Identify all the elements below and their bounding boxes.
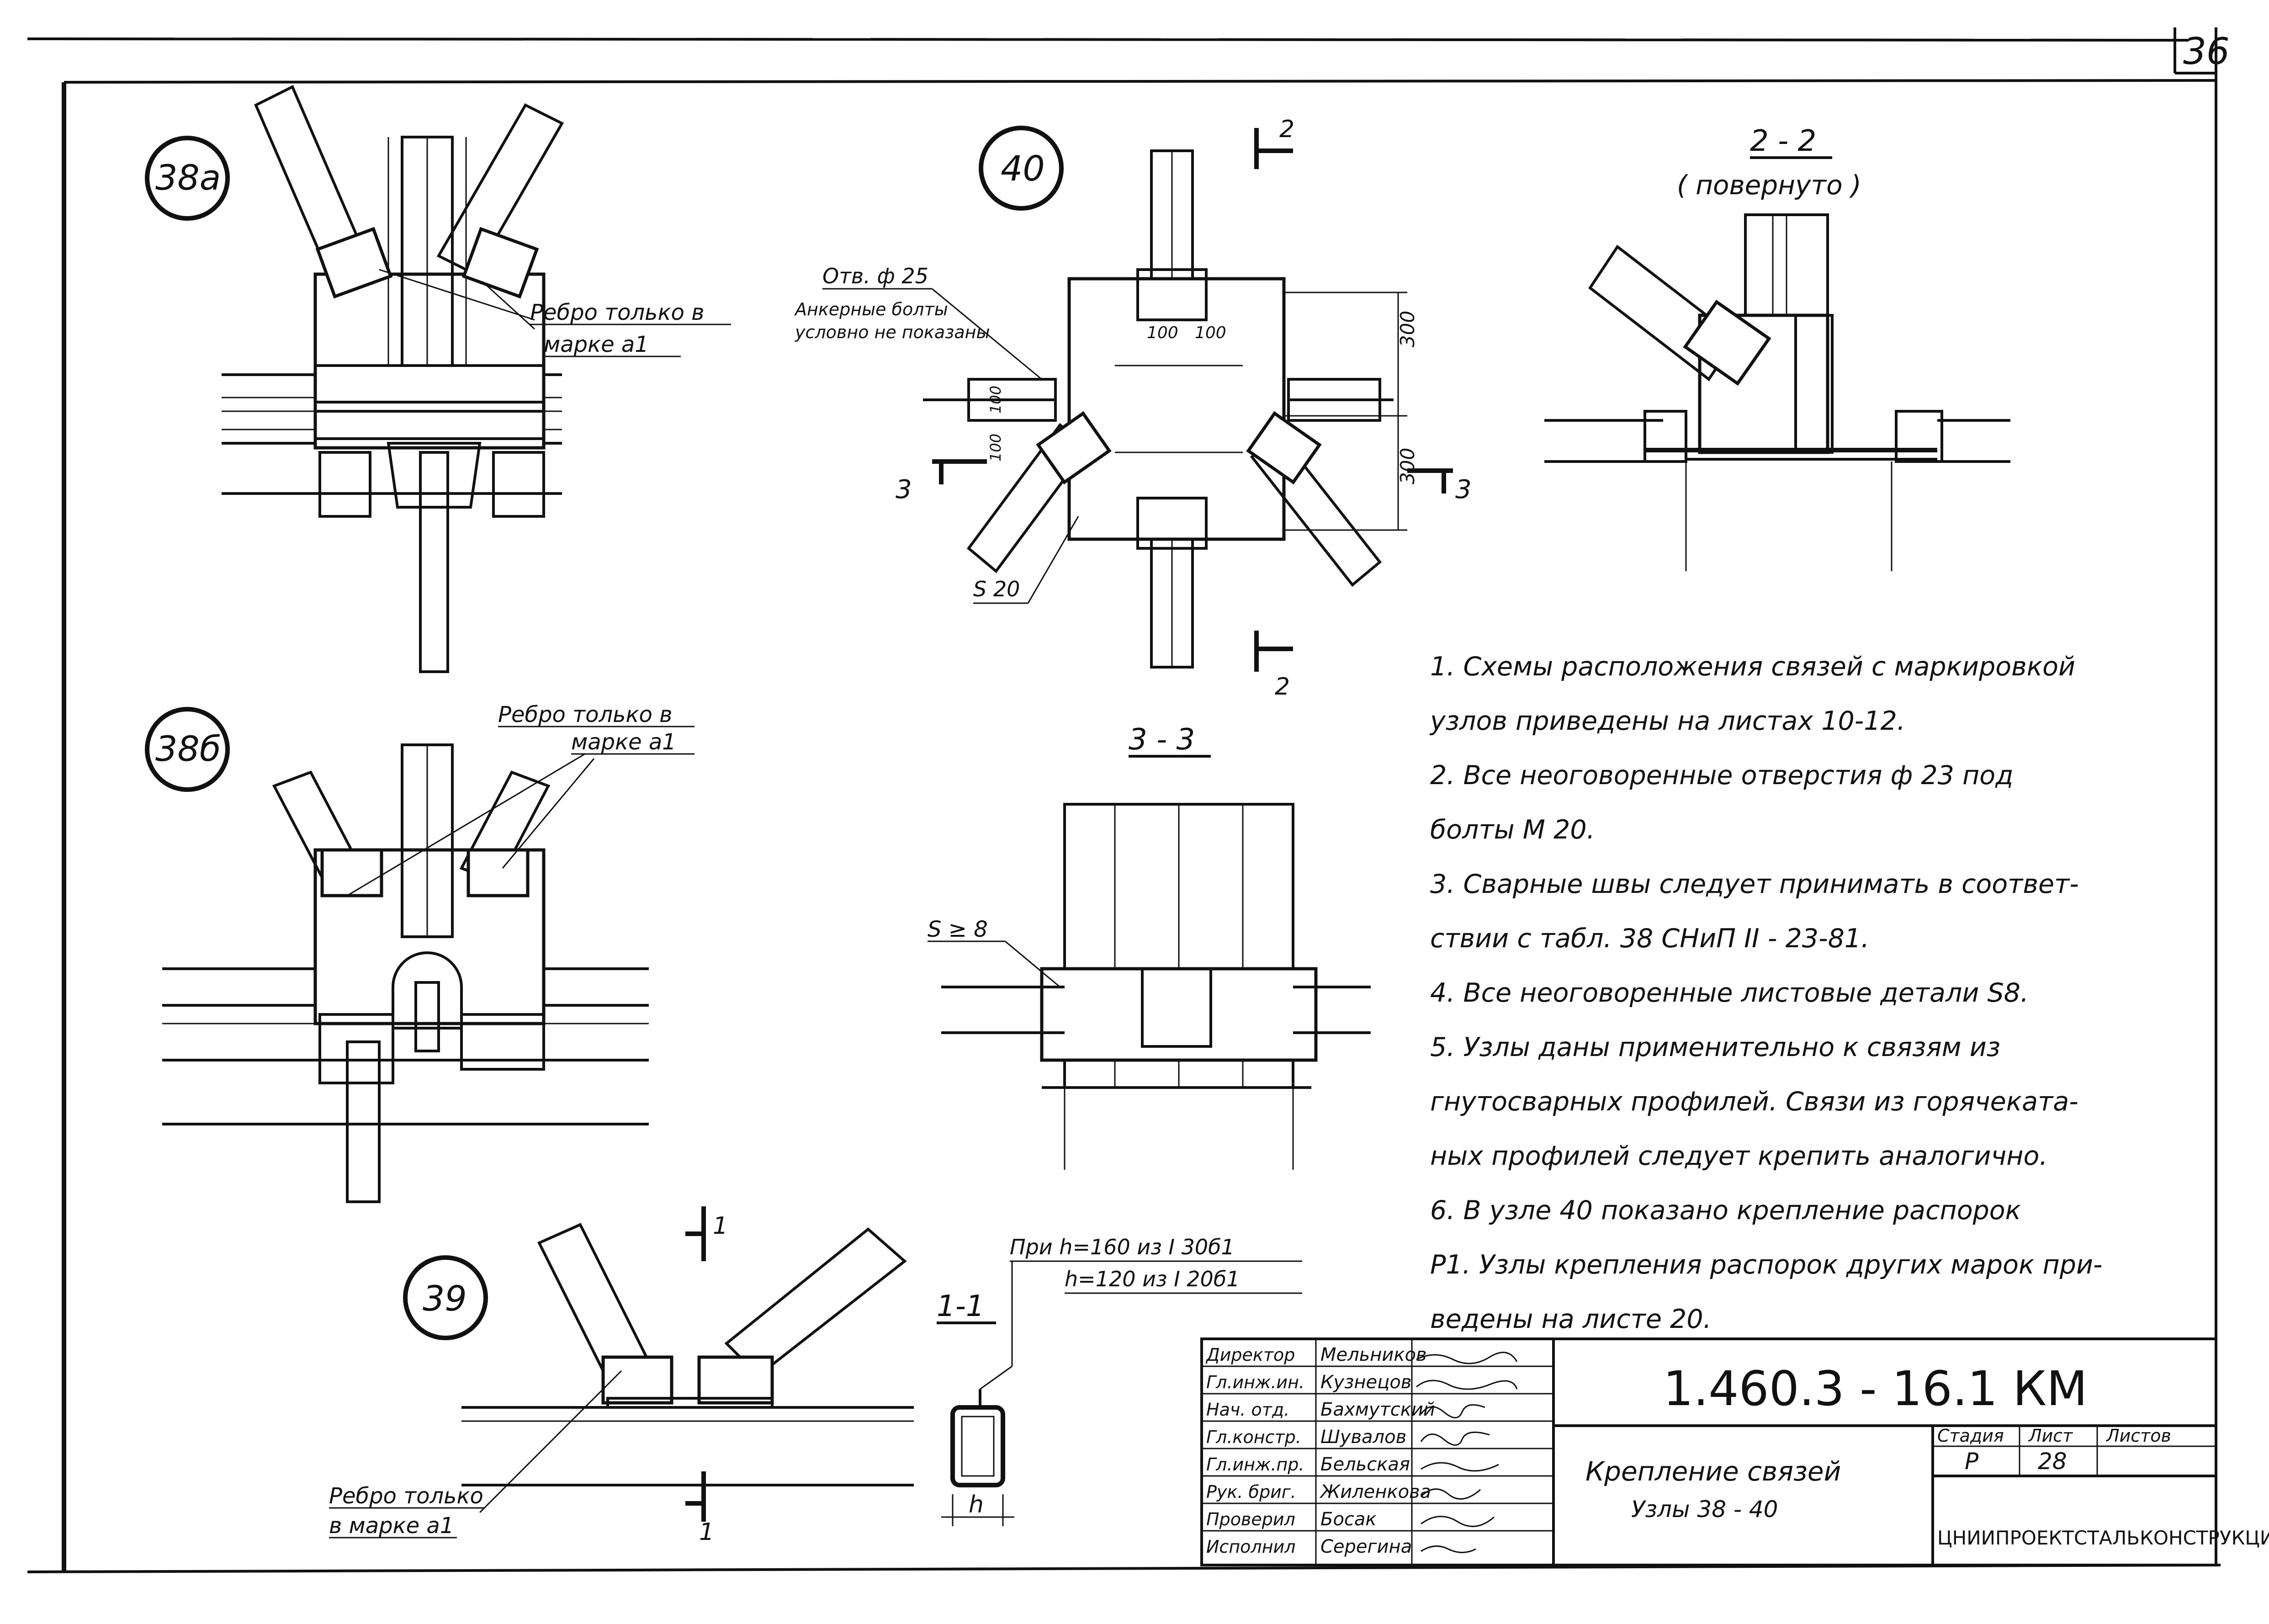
node-40-label: 40 xyxy=(1001,148,1045,189)
signature-1 xyxy=(1416,1380,1518,1390)
stamp-stage: Р xyxy=(1965,1448,1979,1475)
dim-100-left: 100 xyxy=(1147,324,1178,342)
node-38a-drawing: 38а Ребро только в марке а1 xyxy=(145,85,731,673)
stamp-role-0: Директор xyxy=(1205,1345,1295,1365)
signature-3 xyxy=(1420,1431,1490,1446)
stamp-name-0: Мельников xyxy=(1320,1344,1427,1365)
stamp-role-1: Гл.инж.ин. xyxy=(1206,1372,1304,1392)
callout-38b-rib-2: марке а1 xyxy=(571,729,676,755)
general-notes: 1. Схемы расположения связей с маркировк… xyxy=(1430,640,2207,1347)
stamp-name-6: Босак xyxy=(1320,1509,1377,1530)
cut-1-top: 1 xyxy=(713,1212,728,1240)
signature-6 xyxy=(1421,1516,1495,1527)
cut-2-bottom: 2 xyxy=(1275,673,1290,701)
node-39-drawing: 39 Ребро только в марке а1 1 1 xyxy=(329,1206,914,1546)
stamp-org: ЦНИИПРОЕКТСТАЛЬКОНСТРУКЦИЯ xyxy=(1937,1527,2269,1549)
note-line: ных профилей следует крепить аналогично. xyxy=(1430,1141,2048,1171)
callout-hole: Отв. ф 25 xyxy=(822,264,928,288)
callout-38a-rib-2: марке а1 xyxy=(544,332,649,357)
stamp-title-1: Крепление связей xyxy=(1585,1456,1841,1487)
section-2-2-sub: ( повернуто ) xyxy=(1677,170,1861,201)
cut-3-right: 3 xyxy=(1455,475,1472,504)
dim-100-right: 100 xyxy=(1195,324,1226,342)
stamp-role-4: Гл.инж.пр. xyxy=(1206,1454,1304,1475)
stamp-stage-label: Стадия xyxy=(1937,1426,2004,1446)
callout-anchor-2: условно не показаны xyxy=(795,322,990,342)
note-line: 3. Сварные швы следует принимать в соотв… xyxy=(1430,869,2079,899)
note-line: болты М 20. xyxy=(1430,815,1595,845)
stamp-title-2: Узлы 38 - 40 xyxy=(1631,1496,1778,1523)
stamp-name-5: Жиленкова xyxy=(1319,1481,1431,1502)
callout-38b-rib-1: Ребро только в xyxy=(498,702,672,727)
signature-2 xyxy=(1420,1404,1485,1418)
stamp-name-2: Бахмутский xyxy=(1320,1399,1435,1420)
section-1-1-title: 1-1 xyxy=(937,1290,985,1323)
sheet-number: 36 xyxy=(2183,30,2230,73)
stamp-name-1: Кузнецов xyxy=(1320,1372,1411,1393)
section-3-3-drawing: 3 - 3 S ≥ 8 xyxy=(928,723,1371,1170)
dim-100-vert-1: 100 xyxy=(987,386,1004,414)
stamp-role-5: Рук. бриг. xyxy=(1206,1482,1296,1502)
callout-anchor-1: Анкерные болты xyxy=(794,299,948,319)
stamp-code: 1.460.3 - 16.1 КМ xyxy=(1663,1361,2088,1417)
stamp-sheet: 28 xyxy=(2038,1448,2067,1475)
callout-38a-rib-1: Ребро только в xyxy=(530,300,704,325)
dim-h: h xyxy=(969,1491,984,1518)
note-line: 6. В узле 40 показано крепление распорок xyxy=(1430,1195,2021,1226)
note-line: узлов приведены на листах 10-12. xyxy=(1430,706,1905,736)
cut-3-left: 3 xyxy=(896,475,912,504)
callout-s8: S ≥ 8 xyxy=(928,917,988,942)
callout-profile-2: h=120 из I 20б1 xyxy=(1065,1267,1240,1291)
cut-1-bottom: 1 xyxy=(699,1518,714,1546)
note-line: Р1. Узлы крепления распорок других марок… xyxy=(1430,1250,2103,1280)
node-38a-label: 38а xyxy=(155,157,221,198)
section-3-3-title: 3 - 3 xyxy=(1129,723,1195,757)
section-1-1-drawing: 1-1 h При h=160 из I 30б1 h=120 из I 20б… xyxy=(937,1235,1302,1526)
stamp-name-7: Серегина xyxy=(1320,1536,1412,1557)
node-39-label: 39 xyxy=(423,1278,467,1319)
dim-300-bottom: 300 xyxy=(1396,448,1419,484)
dim-300-top: 300 xyxy=(1396,311,1419,347)
note-line: ствии с табл. 38 СНиП II - 23-81. xyxy=(1430,923,1870,954)
stamp-name-3: Шувалов xyxy=(1320,1427,1406,1448)
section-2-2-drawing: 2 - 2 ( повернуто ) xyxy=(1544,124,2010,571)
signature-5 xyxy=(1420,1488,1481,1500)
stamp-role-7: Исполнил xyxy=(1206,1537,1296,1557)
signature-7 xyxy=(1421,1545,1476,1553)
node-38b-label: 38б xyxy=(155,728,221,769)
stamp-role-3: Гл.констр. xyxy=(1206,1427,1301,1447)
node-40-drawing: 40 300 300 100 100 100 100 Отв. ф 25 Анк… xyxy=(794,116,1472,701)
stamp-sheets-label: Листов xyxy=(2105,1426,2171,1446)
signature-0 xyxy=(1416,1352,1518,1364)
node-38b-drawing: 38б Ребро только в марке а1 xyxy=(145,702,694,1203)
cut-2-top: 2 xyxy=(1279,116,1294,143)
note-line: 2. Все неоговоренные отверстия ф 23 под xyxy=(1430,760,2014,791)
note-line: 4. Все неоговоренные листовые детали S8. xyxy=(1430,978,2029,1008)
note-line: ведены на листе 20. xyxy=(1430,1304,1712,1334)
signature-4 xyxy=(1421,1462,1499,1472)
callout-profile-1: При h=160 из I 30б1 xyxy=(1010,1235,1235,1259)
stamp-role-6: Проверил xyxy=(1206,1509,1295,1529)
sheet-frame: 36 xyxy=(27,27,2230,1573)
note-line: 1. Схемы расположения связей с маркировк… xyxy=(1430,652,2076,682)
callout-39-rib-1: Ребро только xyxy=(329,1483,483,1509)
note-line: 5. Узлы даны применительно к связям из xyxy=(1430,1032,2001,1062)
stamp-sheet-label: Лист xyxy=(2028,1426,2073,1446)
note-line: гнутосварных профилей. Связи из горячека… xyxy=(1430,1087,2078,1117)
section-2-2-title: 2 - 2 xyxy=(1750,124,1816,158)
stamp-name-4: Бельская xyxy=(1320,1454,1410,1475)
callout-39-rib-2: в марке а1 xyxy=(329,1513,454,1539)
title-block: Директор Мельников Гл.инж.ин. Кузнецов Н… xyxy=(1200,1337,2269,1566)
dim-100-vert-2: 100 xyxy=(987,434,1004,462)
stamp-role-2: Нач. отд. xyxy=(1206,1400,1289,1420)
callout-s20: S 20 xyxy=(973,577,1020,601)
